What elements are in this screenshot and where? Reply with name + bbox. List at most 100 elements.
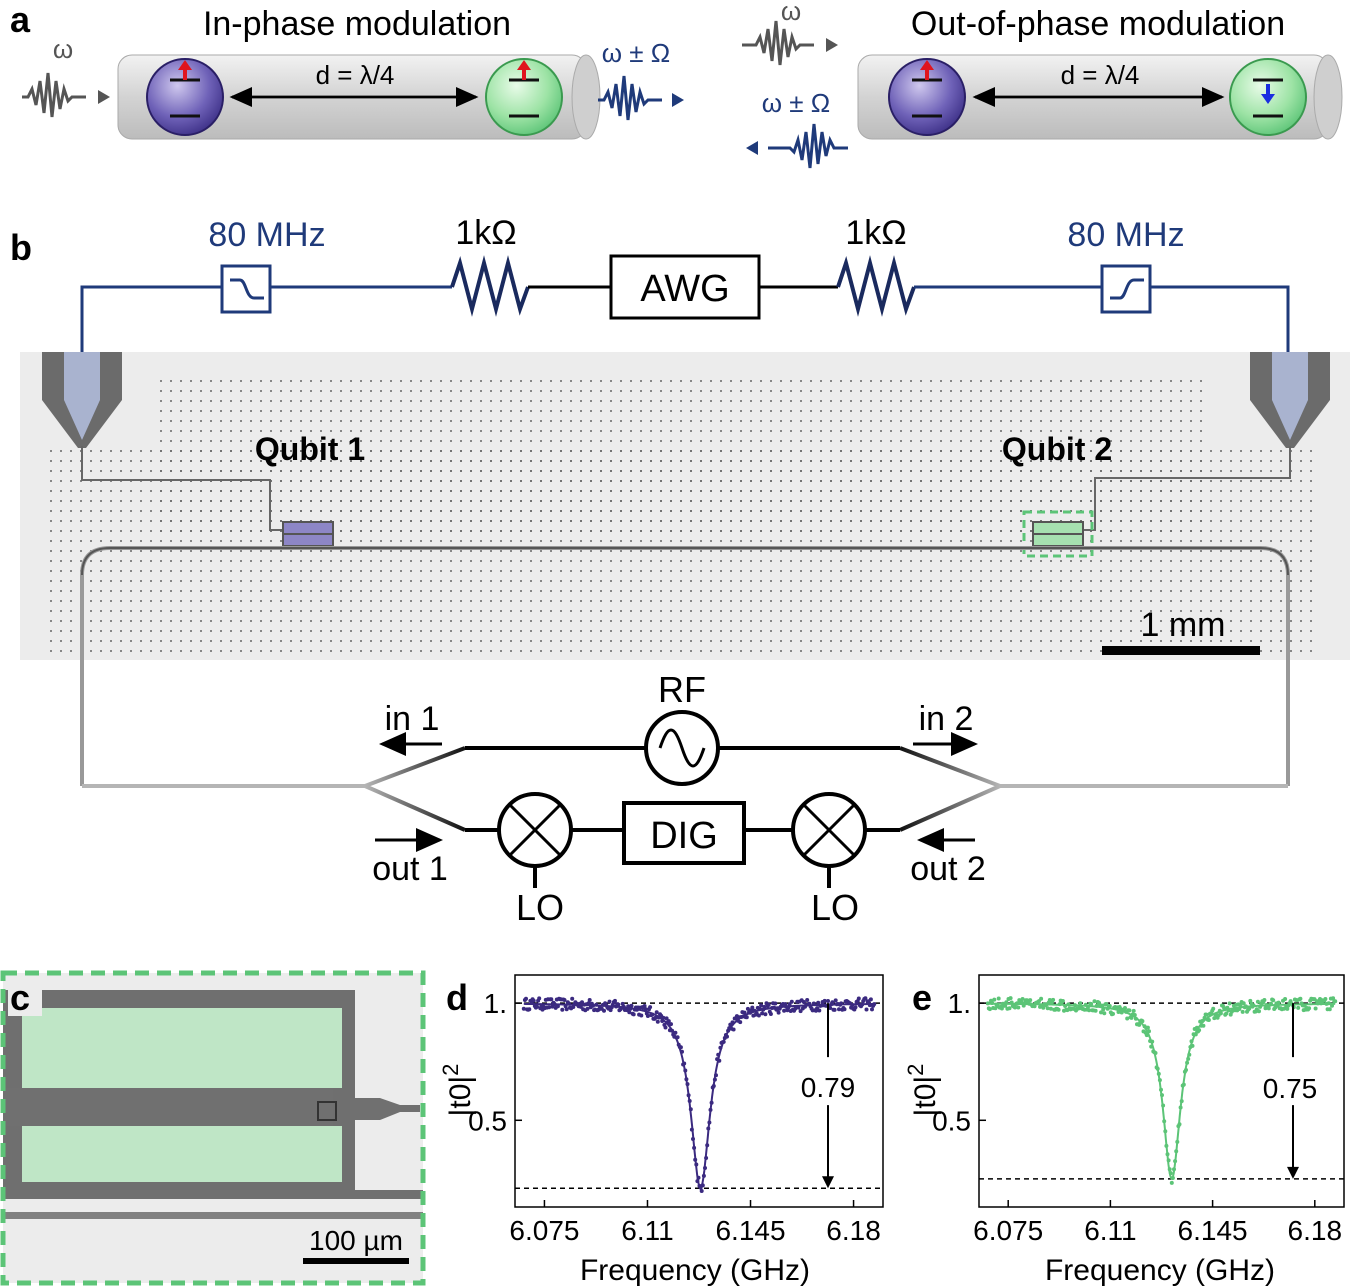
data-point	[768, 1012, 773, 1016]
data-point	[822, 998, 827, 1003]
filter-right-label: 80 MHz	[1067, 216, 1184, 254]
x-tick-label: 6.145	[1178, 1215, 1248, 1246]
data-point	[816, 1000, 821, 1005]
mixer-left	[497, 792, 573, 868]
data-point	[745, 1006, 750, 1011]
scalebar-1mm-label: 1 mm	[1141, 606, 1226, 644]
data-point	[639, 1013, 644, 1018]
data-point	[1045, 1006, 1050, 1011]
resistor-right-label: 1kΩ	[845, 214, 906, 252]
data-point	[607, 999, 612, 1004]
data-point	[627, 1010, 632, 1015]
flux-line-right	[1150, 285, 1290, 360]
plot-frame-d	[514, 974, 884, 1208]
data-point	[762, 1004, 767, 1009]
data-point	[549, 997, 554, 1002]
data-point	[1240, 1009, 1245, 1014]
data-point	[842, 1007, 847, 1012]
panel-letter-c: c	[10, 977, 30, 1018]
in2-label: in 2	[919, 700, 974, 738]
data-point	[1007, 1006, 1012, 1011]
data-point	[1008, 996, 1013, 1001]
data-point	[1307, 1006, 1312, 1011]
inphase-input-wave	[22, 72, 86, 118]
annotation-e: 0.75	[1263, 1073, 1318, 1104]
inphase-output-label: ω ± Ω	[602, 38, 670, 68]
data-point	[664, 1016, 669, 1021]
data-point	[1224, 1011, 1229, 1016]
data-point	[868, 997, 873, 1002]
data-point	[744, 1015, 749, 1020]
data-point	[1039, 996, 1044, 1001]
data-point	[1247, 1006, 1252, 1011]
digitizer-box	[622, 801, 746, 865]
data-point	[837, 1007, 841, 1012]
data-point	[521, 1006, 526, 1011]
data-point	[1051, 997, 1056, 1002]
data-point	[1212, 1016, 1217, 1021]
data-point	[1111, 1011, 1115, 1016]
data-point	[1257, 1009, 1261, 1014]
data-point	[832, 1007, 837, 1012]
data-point	[782, 1008, 787, 1013]
inphase-distance-label: d = λ/4	[316, 60, 395, 90]
data-point	[602, 1008, 606, 1013]
data-point	[1131, 1008, 1136, 1013]
data-point	[1266, 1006, 1271, 1011]
x-tick-label: 6.145	[715, 1215, 785, 1246]
data-point	[1127, 1008, 1132, 1013]
data-point	[1087, 1008, 1092, 1013]
data-point	[1048, 1006, 1053, 1011]
lo-right-label: LO	[811, 887, 859, 928]
data-point	[655, 1019, 660, 1024]
data-point	[1169, 1180, 1174, 1185]
panel-b: b 80 MHz 1kΩ AWG 1kΩ 80 MHz	[10, 214, 1350, 928]
data-point	[562, 998, 567, 1002]
annotation-d: 0.79	[801, 1072, 856, 1103]
data-point	[853, 1005, 858, 1010]
data-point	[645, 1014, 650, 1018]
data-point	[870, 1007, 874, 1012]
data-point	[1056, 1007, 1061, 1012]
data-point	[1296, 1005, 1301, 1010]
x-tick-label: 6.11	[621, 1215, 673, 1246]
data-point	[1123, 1006, 1127, 1010]
data-point	[1211, 1006, 1216, 1011]
data-point	[570, 996, 575, 1001]
data-point	[992, 997, 997, 1002]
plot-frame-e	[978, 974, 1345, 1208]
plot-area-d	[515, 996, 883, 1193]
dig-label: DIG	[650, 815, 718, 857]
data-point	[663, 1025, 668, 1030]
qubit-purple-a2	[888, 58, 966, 136]
rf-source	[644, 710, 720, 786]
outphase-output-label: ω ± Ω	[762, 88, 830, 118]
data-point	[830, 1000, 835, 1005]
data-point	[1313, 1006, 1318, 1011]
data-point	[527, 1007, 532, 1012]
inphase-input-arrowhead	[98, 90, 110, 104]
data-point	[1227, 1001, 1232, 1006]
data-point	[1145, 1025, 1150, 1030]
data-point	[1099, 1010, 1103, 1015]
data-point	[1028, 998, 1033, 1003]
filter-left-label: 80 MHz	[208, 216, 325, 254]
data-point	[1129, 1015, 1134, 1020]
data-point	[864, 1007, 869, 1012]
data-point	[1327, 1007, 1332, 1012]
rf-label: RF	[658, 669, 706, 710]
fit-curve	[987, 1002, 1336, 1181]
data-point	[760, 1011, 765, 1016]
xlabel-e: Frequency (GHz)	[1045, 1254, 1275, 1287]
data-point	[1276, 1000, 1281, 1005]
data-point	[1104, 1002, 1109, 1007]
data-point	[750, 1005, 755, 1010]
outphase-input-wave	[742, 20, 814, 66]
y-tick-label: 1.	[484, 988, 507, 1019]
qubit-green-a2	[1229, 58, 1307, 136]
data-point	[1060, 999, 1065, 1003]
data-point	[828, 1006, 833, 1010]
data-point	[1093, 1008, 1098, 1013]
data-point	[763, 1012, 768, 1017]
